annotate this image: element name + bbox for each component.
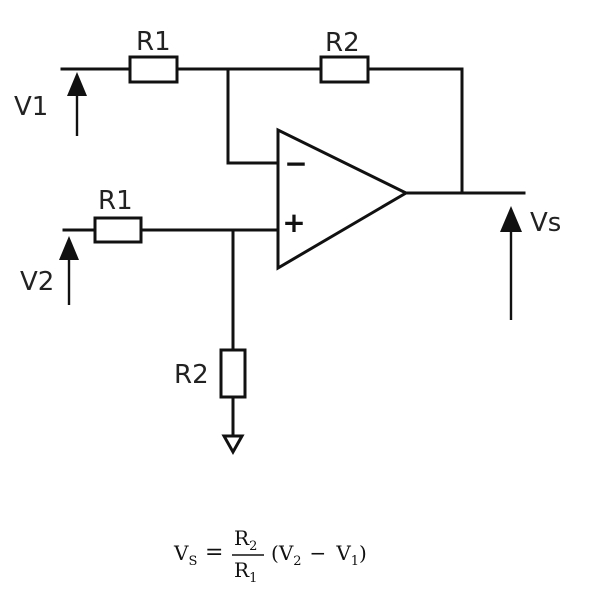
label-v1: V1	[14, 92, 48, 122]
circuit-wires	[60, 67, 526, 438]
resistor-r2-top	[319, 55, 370, 84]
label-v2: V2	[20, 267, 54, 297]
opamp-triangle	[276, 127, 410, 271]
resistor-r1-bottom	[93, 216, 143, 244]
label-r1-top: R1	[136, 27, 171, 57]
formula-denominator: R1	[234, 558, 257, 586]
wire-node-to-inverting-input	[226, 67, 280, 165]
formula-numerator: R2	[234, 526, 257, 554]
resistor-r1-top	[128, 55, 179, 84]
gain-formula: VS = R2 R1 (V2−V1)	[173, 526, 367, 586]
wire-r2-to-output-column	[366, 67, 464, 195]
noninverting-input-sign: +	[282, 206, 305, 239]
inverting-input-sign: −	[284, 147, 307, 180]
label-r1-bottom: R1	[98, 186, 133, 216]
vs-arrow	[500, 206, 522, 320]
v1-arrow	[67, 72, 87, 136]
label-vs: Vs	[530, 208, 561, 238]
label-r2-bottom: R2	[174, 360, 209, 390]
formula-difference: (V2−V1)	[271, 541, 367, 569]
formula-equals: =	[205, 540, 223, 565]
label-r2-top: R2	[325, 28, 360, 58]
resistor-r2-bottom	[219, 348, 247, 399]
v2-arrow	[59, 236, 79, 305]
ground-symbol	[221, 434, 245, 456]
formula-lhs: VS	[173, 541, 197, 569]
